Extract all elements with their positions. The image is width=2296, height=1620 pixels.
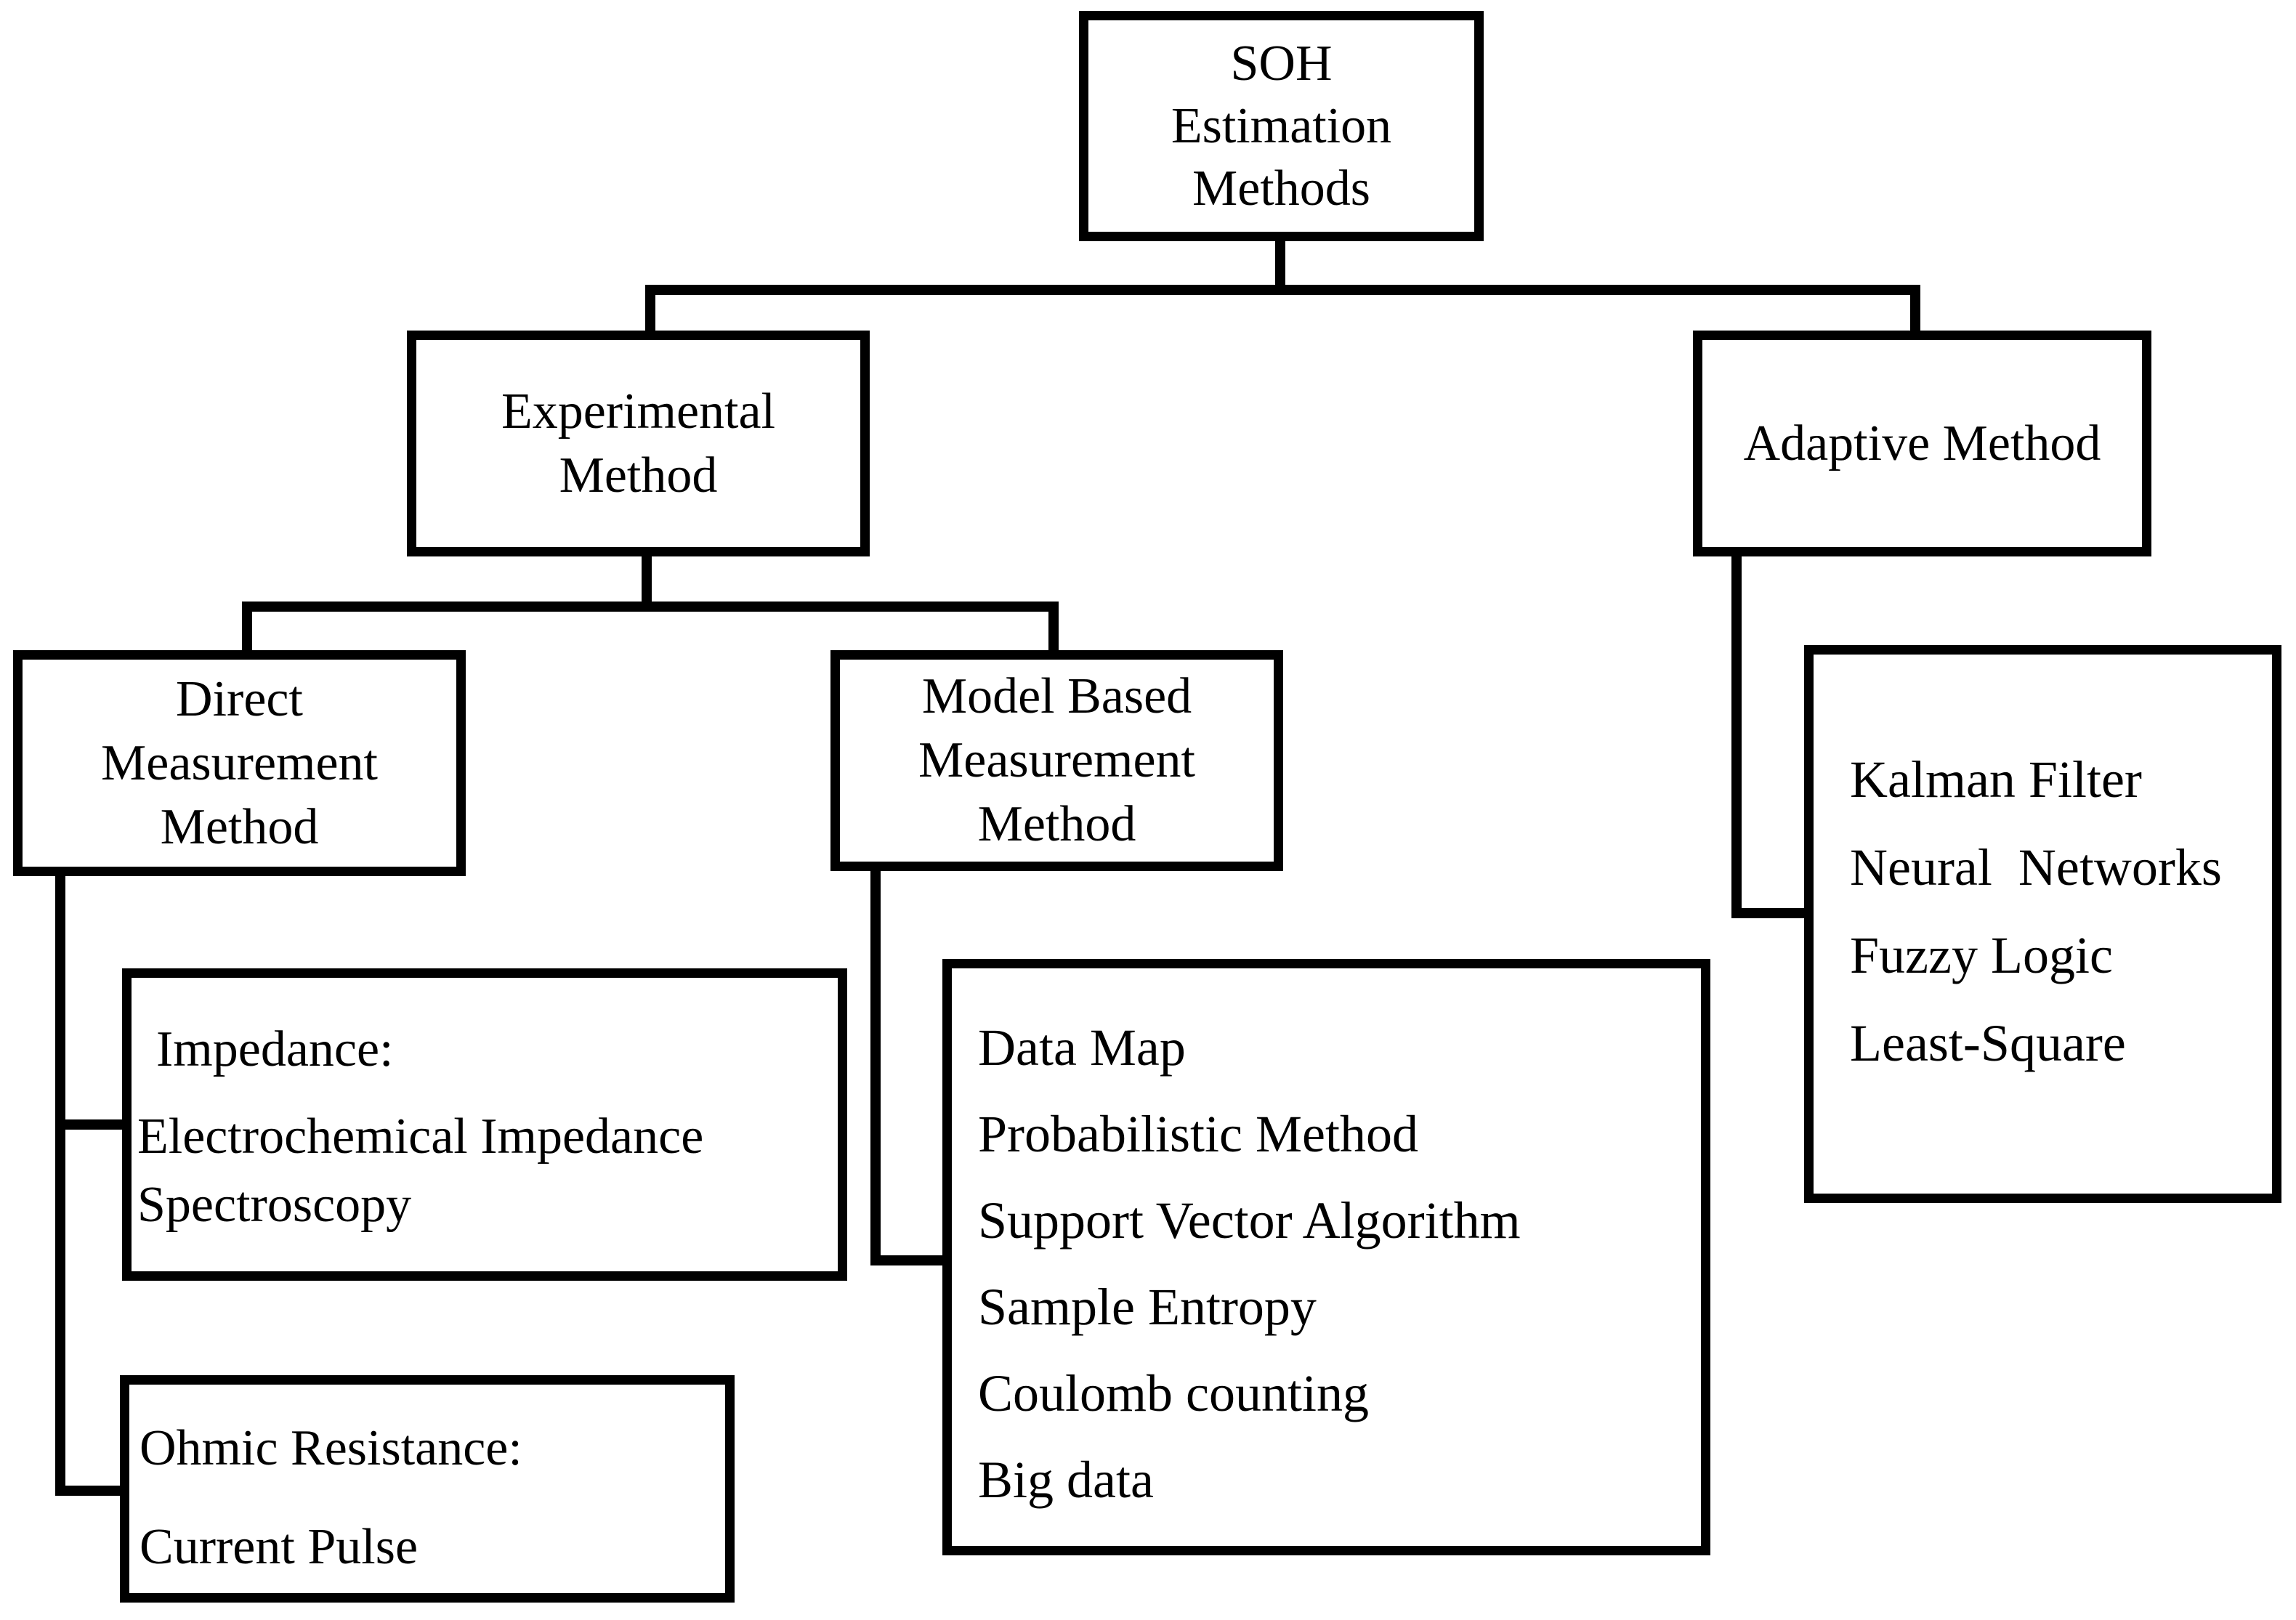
node-label: Ohmic Resistance: <box>140 1420 522 1476</box>
node-experimental-method: Experimental Method <box>407 331 870 556</box>
list-item: Neural Networks <box>1850 838 2222 896</box>
node-label: Estimation <box>1171 97 1392 154</box>
list-item: Kalman Filter <box>1850 750 2142 809</box>
list-item: Probabilistic Method <box>978 1105 1418 1163</box>
list-item: Fuzzy Logic <box>1850 926 2113 984</box>
node-impedance-details: Impedance: Electrochemical Impedance Spe… <box>122 968 847 1281</box>
node-label: Spectroscopy <box>137 1177 412 1233</box>
connector-level2-bus <box>242 602 1059 657</box>
node-soh-root: SOH Estimation Methods <box>1079 11 1484 241</box>
node-direct-measurement-method: Direct Measurement Method <box>13 650 466 876</box>
node-label: Method <box>160 798 319 855</box>
node-label: Impedance: <box>156 1021 394 1077</box>
node-label: Experimental <box>501 383 776 440</box>
list-item: Coulomb counting <box>978 1364 1369 1422</box>
list-item: Sample Entropy <box>978 1278 1317 1336</box>
connector-adaptive-branch <box>1731 551 1812 918</box>
node-adaptive-method: Adaptive Method <box>1693 331 2151 556</box>
node-label: Model Based <box>921 668 1192 724</box>
node-model-method-list: Data Map Probabilistic Method Support Ve… <box>942 959 1710 1555</box>
list-item: Support Vector Algorithm <box>978 1191 1521 1250</box>
node-label: SOH <box>1230 35 1333 92</box>
list-item: Big data <box>978 1451 1154 1509</box>
connector-model-branch <box>870 866 950 1265</box>
node-model-based-measurement-method: Model Based Measurement Method <box>830 650 1283 871</box>
node-label: Method <box>559 447 718 503</box>
node-label: Method <box>977 796 1136 852</box>
node-ohmic-resistance-details: Ohmic Resistance: Current Pulse <box>120 1375 735 1603</box>
node-label: Methods <box>1192 160 1370 216</box>
connector-group <box>55 237 1920 1496</box>
list-item: Least-Square <box>1850 1014 2126 1072</box>
node-label: Measurement <box>101 734 378 791</box>
connector-level1-bus <box>645 285 1920 341</box>
node-label: Direct <box>176 671 303 727</box>
node-label: Electrochemical Impedance <box>137 1109 704 1165</box>
node-label: Measurement <box>918 732 1195 788</box>
node-adaptive-method-list: Kalman Filter Neural Networks Fuzzy Logi… <box>1804 645 2281 1203</box>
connector-direct-branch <box>55 870 129 1496</box>
list-item: Data Map <box>978 1018 1186 1077</box>
node-label: Adaptive Method <box>1743 415 2101 471</box>
node-label: Current Pulse <box>140 1519 419 1575</box>
